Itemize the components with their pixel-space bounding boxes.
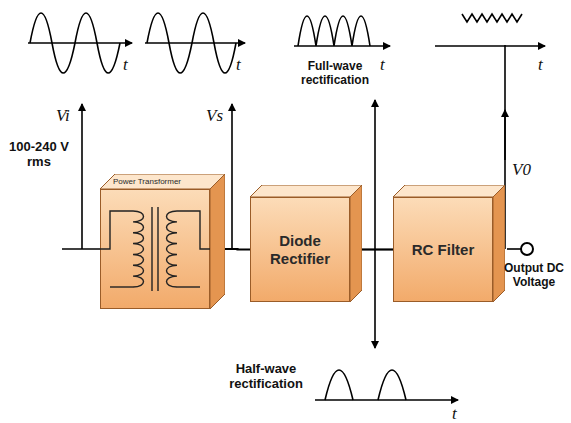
full-wave-output <box>298 16 370 46</box>
axis-label: t <box>452 404 457 423</box>
waveform-caption: Full-wave rectification <box>296 60 374 88</box>
block-top-face <box>250 185 362 197</box>
output-wire <box>507 248 521 250</box>
time-axis <box>28 42 132 44</box>
signal-connector <box>362 248 393 250</box>
time-axis <box>145 42 245 44</box>
process-block: RC Filter <box>393 185 505 302</box>
output-terminal <box>521 243 533 255</box>
block-caption: Power Transformer <box>113 177 181 186</box>
secondary-sine <box>147 13 236 73</box>
ripple-output <box>462 14 522 22</box>
block-label: RC Filter <box>401 241 485 258</box>
process-block: Diode Rectifier <box>250 185 362 302</box>
output-caption: Output DC Voltage <box>500 262 568 290</box>
full-wave-arrow <box>374 100 376 249</box>
block-side-face <box>210 174 225 309</box>
block-side-face <box>350 185 362 302</box>
half-wave-output <box>325 370 406 400</box>
axis-label: t <box>123 55 128 75</box>
half-wave-arrow <box>374 249 376 348</box>
block-shape <box>100 174 225 309</box>
transformer-symbol <box>100 207 210 291</box>
axis-label: t <box>236 55 241 75</box>
signal-connector <box>225 248 250 251</box>
time-axis <box>315 399 458 401</box>
time-axis <box>435 45 545 47</box>
block-front-face <box>101 190 210 309</box>
voltage-rating: 100-240 V rms <box>2 140 76 170</box>
input-sine <box>30 13 120 73</box>
axis-label: t <box>538 55 543 75</box>
block-front-face <box>251 198 350 302</box>
signal-name: Vs <box>206 106 223 126</box>
block-top-face <box>100 174 225 189</box>
transformer-block: Power Transformer <box>100 174 225 309</box>
vi-arrow <box>81 104 83 249</box>
block-front-face <box>394 198 493 302</box>
signal-name: Vi <box>56 106 70 126</box>
axis-label: t <box>380 55 385 75</box>
time-axis <box>294 45 390 47</box>
block-label: Diode Rectifier <box>258 232 342 267</box>
block-top-face <box>393 185 505 197</box>
signal-name: V0 <box>512 160 531 180</box>
waveform-caption: Half-wave rectification <box>222 362 310 392</box>
input-wire <box>62 248 100 250</box>
block-side-face <box>493 185 505 302</box>
vs-arrow <box>231 104 233 249</box>
